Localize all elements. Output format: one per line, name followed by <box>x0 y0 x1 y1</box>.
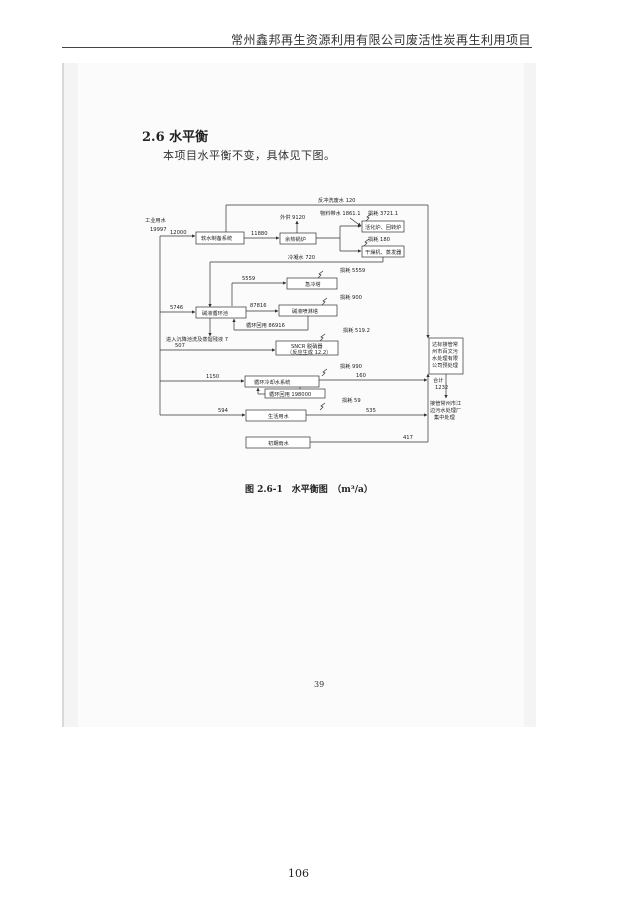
loss-squiggle-519 <box>319 333 326 342</box>
label-wwtp-line1: 达标接管常 <box>432 340 458 348</box>
label-quench-tower: 急冷塔 <box>305 280 321 288</box>
label-flow-1150: 1150 <box>206 374 219 380</box>
loss-squiggle-3721 <box>365 213 372 222</box>
figure-caption: 图 2.6-1 水平衡图 （m³/a） <box>245 485 373 495</box>
label-industrial-water-value: 19997 <box>150 227 167 233</box>
box-alkali-pool <box>195 306 247 319</box>
label-loss-5559: 损耗 5559 <box>340 266 365 274</box>
label-flow-594: 594 <box>218 408 229 414</box>
label-flow-417: 417 <box>403 435 413 441</box>
label-total: 合计 <box>433 376 443 384</box>
box-activation-furnace <box>361 220 405 233</box>
label-material-water: 物料带水 1861.1 <box>320 209 361 217</box>
label-loss-180: 损耗 180 <box>368 235 390 243</box>
label-steam-out: 外供 9120 <box>280 213 305 221</box>
box-domestic-water <box>245 409 307 422</box>
label-activation-furnace: 活化炉、回转炉 <box>365 223 401 231</box>
label-flow-87816: 87816 <box>250 303 267 309</box>
label-loss-900: 损耗 900 <box>340 293 362 301</box>
label-loss-519: 损耗 519.2 <box>343 326 370 334</box>
label-final-line2: 边污水处理厂 <box>430 406 461 414</box>
material-water-arrow <box>349 217 362 227</box>
scanned-page <box>62 63 536 727</box>
inner-page-number: 39 <box>314 680 325 689</box>
label-condensate: 冷凝水 720 <box>288 253 315 261</box>
section-intro: 本项目水平衡不变，具体见下图。 <box>163 149 336 162</box>
loss-squiggle-900 <box>321 297 328 306</box>
box-waste-heat-boiler <box>279 232 317 245</box>
label-to-sediment: 进入沉降池洗及蒸馏残液 7 <box>166 335 228 343</box>
label-recycle-86916: 循环回用 86916 <box>246 321 285 329</box>
label-domestic-water: 生活用水 <box>268 412 290 420</box>
label-wwtp-line2: 州市百文污 <box>432 347 458 355</box>
label-drying: 干燥机、蒸发器 <box>365 248 402 256</box>
loss-squiggle-5559 <box>317 270 324 279</box>
label-final-line3: 集中处理 <box>434 413 456 421</box>
label-waste-heat-boiler: 余热锅炉 <box>285 235 306 243</box>
label-industrial-water: 工业用水 <box>145 216 167 224</box>
label-flow-507: 507 <box>175 343 185 349</box>
document-header-title: 常州鑫邦再生资源利用有限公司废活性炭再生利用项目 <box>230 33 531 47</box>
label-flow-160: 160 <box>356 373 366 379</box>
label-flow-5559: 5559 <box>242 276 255 282</box>
label-cooling-system: 循环冷却水系统 <box>254 378 290 386</box>
loss-squiggle-990 <box>321 368 328 377</box>
label-sncr-note: （反应生成 12.2） <box>287 348 331 356</box>
box-initial-rain <box>245 436 311 449</box>
label-total-value: 1232 <box>435 385 448 391</box>
label-wwtp-line3: 水处理有限 <box>432 354 458 362</box>
label-backwash: 反冲洗废水 120 <box>318 196 356 204</box>
header-rule <box>62 47 532 48</box>
label-loss-3721: 损耗 3721.1 <box>368 209 398 217</box>
label-initial-rain: 初期雨水 <box>268 439 290 447</box>
box-cooling-system <box>244 375 320 388</box>
label-alkali-pool: 碱液循环池 <box>202 309 228 317</box>
label-flow-12000: 12000 <box>170 230 187 236</box>
page-number: 106 <box>288 867 309 880</box>
label-recycle-198000: 循环回用 198000 <box>269 390 311 398</box>
label-final-line1: 接管常州市江 <box>430 399 461 407</box>
box-cooling-recycle <box>264 388 326 399</box>
label-soft-water-system: 软水制备系统 <box>201 234 232 242</box>
box-quench-tower <box>286 277 338 290</box>
loss-squiggle-180 <box>363 238 370 247</box>
section-heading: 2.6 水平衡 <box>142 130 209 145</box>
label-loss-59: 损耗 59 <box>342 396 361 404</box>
loss-squiggle-59 <box>319 402 326 411</box>
label-alkali-spray-tower: 碱液喷淋塔 <box>292 307 319 315</box>
label-wwtp-line4: 公司预处理 <box>432 361 459 369</box>
label-sncr: SNCR 脱硝器 <box>291 342 323 350</box>
label-flow-5746: 5746 <box>170 305 183 311</box>
label-flow-535: 535 <box>366 408 376 414</box>
label-flow-11880: 11880 <box>251 231 268 237</box>
box-sncr <box>275 340 339 356</box>
label-loss-990: 损耗 990 <box>340 362 362 370</box>
